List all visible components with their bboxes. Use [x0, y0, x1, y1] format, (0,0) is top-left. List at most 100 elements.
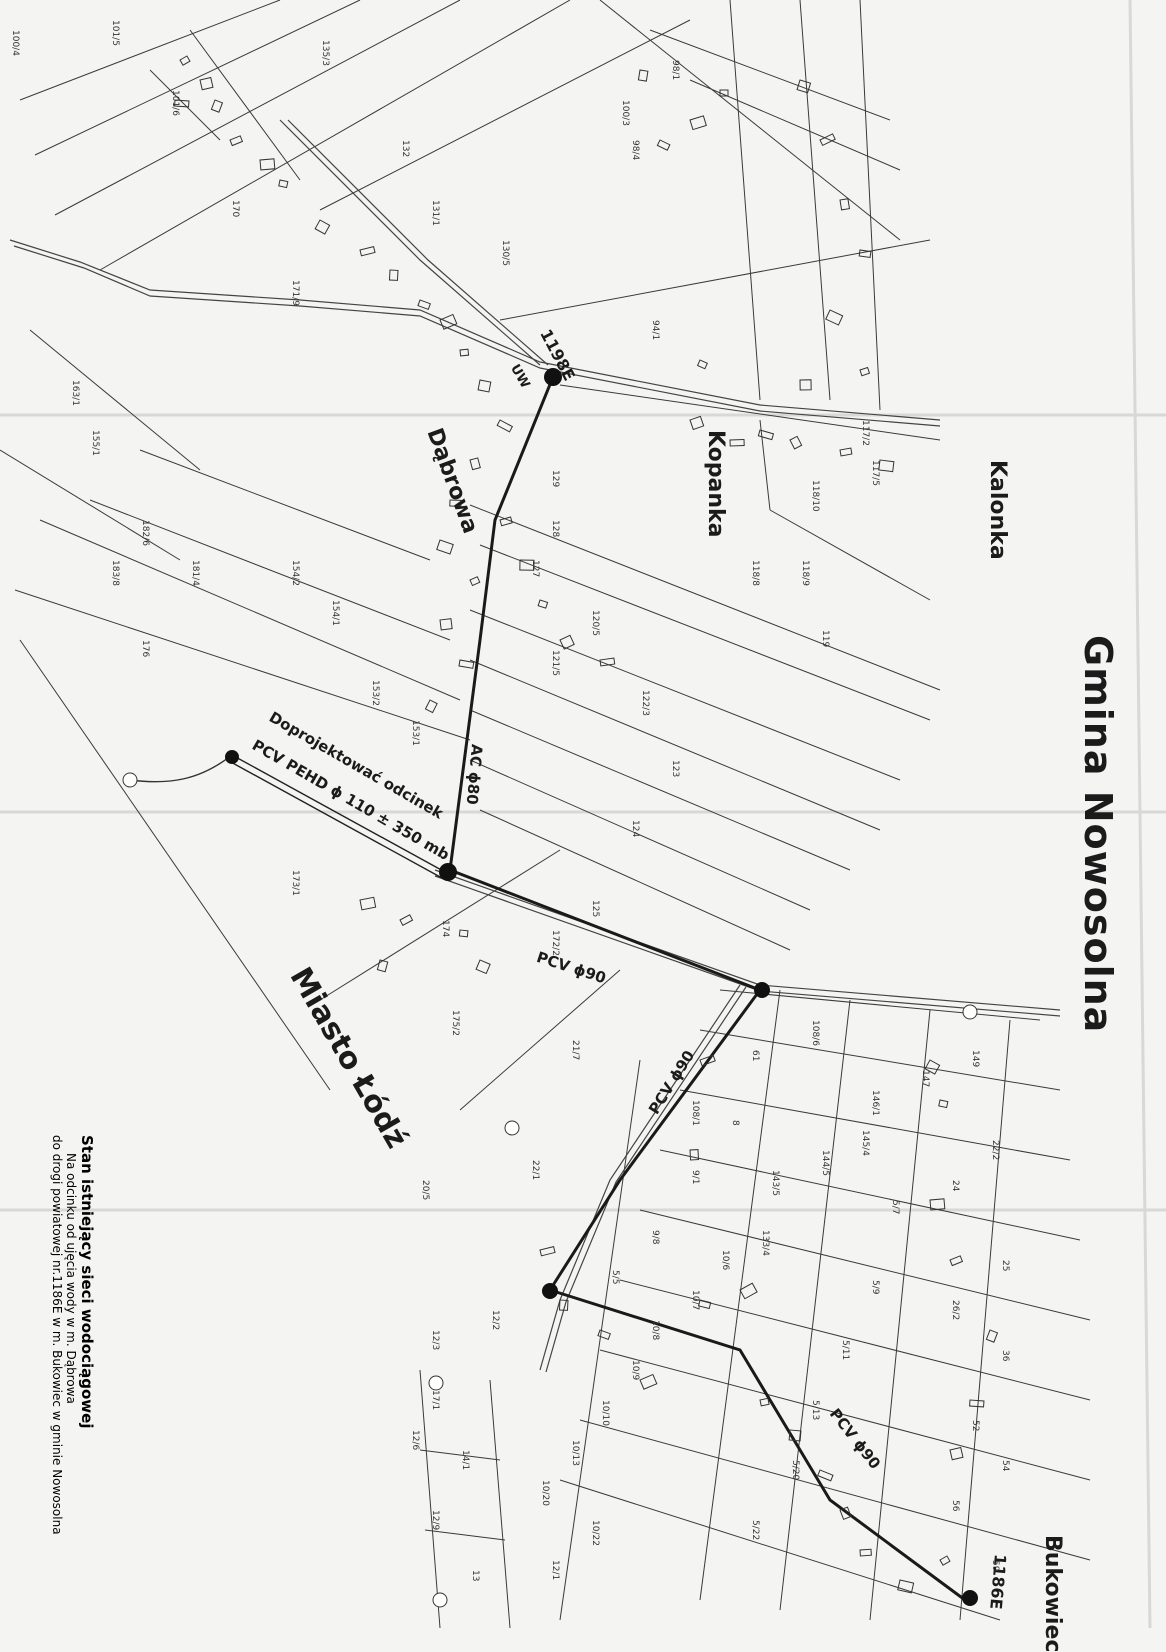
parcel-number: 146/1	[870, 1090, 880, 1116]
building-outline	[859, 366, 871, 377]
parcel-number: 5/5	[610, 1270, 620, 1285]
building-outline	[229, 135, 244, 147]
water-pipelines	[448, 376, 966, 1602]
parcel-number: 118/8	[750, 560, 760, 586]
parcel-number: 145/4	[860, 1130, 870, 1156]
parcel-number: 182/6	[140, 520, 150, 546]
parcel-number: 98/4	[630, 140, 640, 161]
parcel-number: 9/1	[690, 1170, 700, 1185]
parcel-number: 153/1	[410, 720, 420, 746]
building-outline	[739, 1282, 758, 1300]
parcel-number: 26/2	[950, 1300, 960, 1321]
parcel-number: 5/7	[890, 1200, 900, 1215]
parcel-number: 133/4	[760, 1230, 770, 1256]
locality-bukowiec: Bukowiec	[1040, 1535, 1065, 1652]
parcel-number: 61	[750, 1050, 760, 1062]
building-outline	[969, 1399, 985, 1408]
building-outline	[388, 269, 399, 281]
building-outline	[938, 1099, 949, 1109]
building-outline	[789, 435, 803, 450]
parcel-number: 5/13	[810, 1400, 820, 1421]
building-outline	[897, 1579, 915, 1594]
parcel-number: 10/9	[630, 1360, 640, 1381]
parcel-number: 181/4	[190, 560, 200, 586]
building-outline	[210, 99, 224, 113]
parcel-number: 118/10	[810, 480, 820, 512]
building-outline	[859, 1548, 872, 1557]
parcel-number: 52	[970, 1420, 980, 1432]
parcel-number: 12/6	[410, 1430, 420, 1451]
parcel-number: 171/9	[290, 280, 300, 306]
building-outline	[475, 959, 491, 975]
building-outline	[499, 516, 513, 527]
building-outline	[469, 576, 481, 587]
building-outline	[817, 1469, 834, 1482]
parcel-number: 5/9	[870, 1280, 880, 1295]
building-outline	[417, 299, 431, 311]
building-outline	[199, 76, 214, 91]
building-outline	[459, 348, 470, 357]
parcel-number: 12/2	[490, 1310, 500, 1331]
designed-segment-node	[225, 750, 239, 764]
building-outline	[458, 659, 475, 669]
building-outline	[696, 359, 708, 370]
parcel-number: 170	[230, 200, 240, 218]
parcel-number: 131/1	[430, 200, 440, 226]
building-outline	[788, 1429, 802, 1442]
parcel-number: 123	[670, 760, 680, 778]
parcel-number: 9/8	[650, 1230, 660, 1245]
building-outline	[689, 115, 707, 131]
parcel-number: 20/5	[420, 1180, 430, 1201]
building-outline	[949, 1255, 964, 1267]
parcel-number: 120/5	[590, 610, 600, 636]
parcel-number: 59	[990, 1560, 1000, 1572]
hydrant-marker	[428, 1375, 444, 1391]
end-node-1186E	[962, 1590, 978, 1606]
hydrant-marker	[504, 1120, 520, 1136]
parcel-number: 143/5	[770, 1170, 780, 1196]
building-outline	[458, 929, 469, 938]
parcel-number: 128	[550, 520, 560, 538]
parcel-number: 10/20	[540, 1480, 550, 1506]
parcel-number: 153/2	[370, 680, 380, 706]
parcel-number: 147	[920, 1070, 930, 1088]
parcel-number: 10/6	[720, 1250, 730, 1271]
parcel-number: 130/5	[500, 240, 510, 266]
parcel-boundaries	[0, 0, 1091, 1628]
parcel-number: 175/2	[450, 1010, 460, 1036]
building-outline	[436, 539, 454, 555]
parcel-number: 5/22	[750, 1520, 760, 1541]
parcel-number: 119	[820, 630, 830, 648]
junction-node-east	[754, 982, 770, 998]
parcel-number: 10/10	[600, 1400, 610, 1426]
parcel-number: 25	[1000, 1260, 1010, 1272]
parcel-number: 117/2	[860, 420, 870, 446]
parcel-number: 17/1	[430, 1390, 440, 1411]
parcel-number: 183/8	[110, 560, 120, 586]
parcel-number: 100/3	[620, 100, 630, 126]
parcel-number: 154/1	[330, 600, 340, 626]
parcel-number: 8	[730, 1120, 740, 1126]
parcel-number: 14/1	[460, 1450, 470, 1471]
intake-node	[544, 368, 562, 386]
parcel-number: 101/6	[170, 90, 180, 116]
building-outline	[599, 657, 616, 667]
building-outline	[796, 79, 812, 94]
building-outline	[985, 1329, 999, 1343]
building-outline	[699, 1054, 716, 1067]
building-outline	[477, 379, 492, 393]
building-outline	[819, 133, 836, 147]
building-outline	[839, 447, 853, 457]
parcel-number: 172/2	[550, 930, 560, 956]
building-outline	[359, 896, 377, 911]
parcel-number: 124	[630, 820, 640, 838]
parcel-number: 98/1	[670, 60, 680, 81]
parcel-number: 100/4	[10, 30, 20, 56]
building-outline	[519, 559, 535, 571]
parcel-number: 101/5	[110, 20, 120, 46]
parcel-number: 10/22	[590, 1520, 600, 1546]
locality-kopanka: Kopanka	[703, 430, 728, 538]
building-outline	[439, 313, 458, 330]
building-outline	[597, 1329, 611, 1341]
